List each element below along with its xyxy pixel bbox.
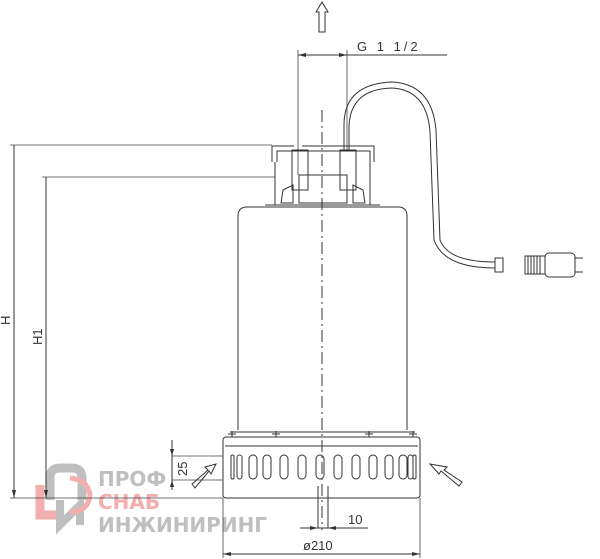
intake-slot: [230, 454, 235, 480]
inlet-arrow-right-icon: [428, 463, 463, 487]
intake-slot: [384, 454, 394, 480]
watermark-line2: СНАБ: [98, 490, 160, 514]
thread-label: G 1 1/2: [357, 39, 421, 54]
offset-label: 10: [348, 512, 362, 527]
diameter-dimension: ø210: [222, 498, 421, 558]
intake-slot: [279, 454, 289, 480]
motor-housing: [237, 206, 408, 430]
intake-slot: [248, 454, 258, 480]
inlet-height-label: 25: [175, 462, 190, 476]
intake-slot: [262, 454, 272, 480]
intake-slot: [315, 454, 325, 480]
height-label: H: [0, 316, 13, 325]
power-cable: [343, 81, 583, 278]
diameter-label: ø210: [303, 538, 333, 553]
height1-dimension: H1: [30, 177, 48, 498]
intake-slot: [351, 454, 361, 480]
pump-top-cap: [265, 145, 380, 206]
intake-slot: [297, 454, 307, 480]
thread-dimension: G 1 1/2: [297, 39, 447, 175]
intake-slot: [412, 454, 417, 480]
height1-label: H1: [30, 328, 45, 345]
intake-slot: [368, 454, 378, 480]
offset-dimension: 10: [300, 486, 368, 530]
watermark-logo: ПРОФ СНАБ ИНЖИНИРИНГ: [35, 463, 267, 537]
intake-slot: [236, 454, 243, 480]
intake-slot: [407, 454, 414, 480]
watermark-line3: ИНЖИНИРИНГ: [98, 513, 267, 537]
intake-slot: [398, 454, 408, 480]
pump-base: [222, 431, 421, 499]
inlet-arrow-left-icon: [191, 463, 217, 489]
outlet-arrow-icon: [315, 1, 329, 33]
inlet-height-dimension: 25: [170, 440, 223, 490]
intake-slot: [333, 454, 343, 480]
height-dimension: H: [0, 145, 16, 498]
watermark-line1: ПРОФ: [98, 467, 166, 491]
